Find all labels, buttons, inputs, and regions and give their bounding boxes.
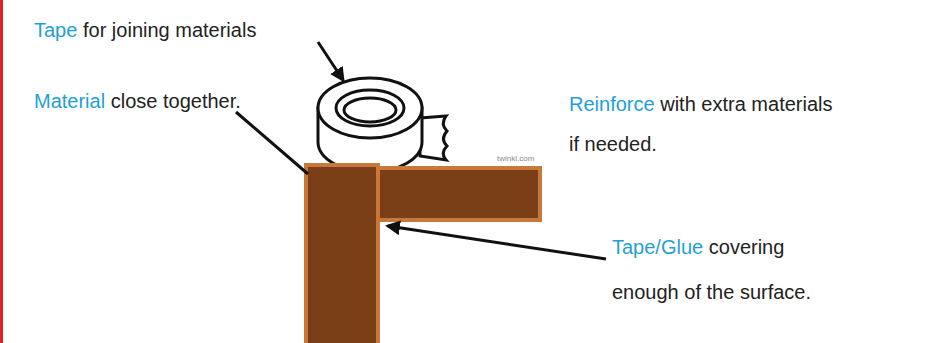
note-text: Reinforcewith extra materials if needed. bbox=[569, 84, 841, 164]
tape-roll bbox=[318, 78, 447, 172]
key-word: Reinforce bbox=[569, 93, 655, 115]
note-text: twinkl.com bbox=[497, 154, 534, 164]
note-text: Tape for joining materials bbox=[34, 15, 256, 45]
key-word: Material bbox=[34, 90, 105, 112]
note-text: for joining materials bbox=[83, 19, 256, 41]
tape-arrow bbox=[318, 42, 343, 80]
leader-line bbox=[236, 112, 308, 174]
key-word: Tape bbox=[34, 19, 77, 41]
watermark: twinkl.com bbox=[497, 154, 534, 163]
key-word: Tape/Glue bbox=[612, 236, 703, 258]
note-text: Tape/Gluecovering enough of the surface. bbox=[612, 225, 822, 315]
note-text: close together. bbox=[111, 90, 241, 112]
glue-arrow bbox=[388, 226, 606, 259]
note-text: Material close together. bbox=[34, 86, 241, 116]
red-border bbox=[0, 0, 3, 343]
wood-pieces bbox=[306, 165, 540, 343]
